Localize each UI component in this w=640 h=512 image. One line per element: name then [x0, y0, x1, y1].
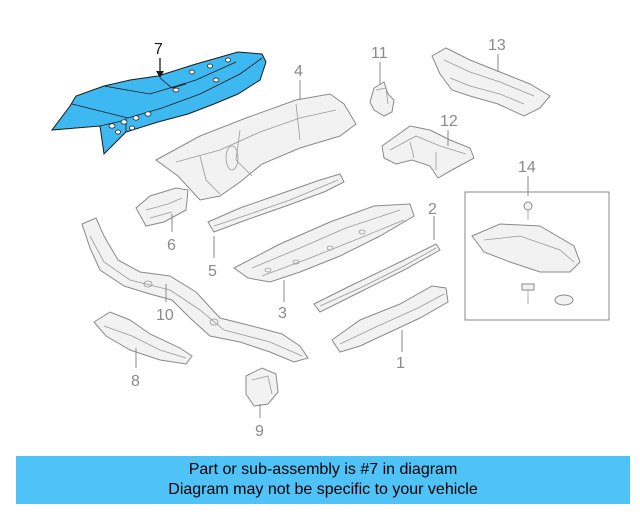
callout-11[interactable]: 11 [371, 45, 388, 62]
callout-13[interactable]: 13 [488, 37, 506, 54]
part-12-crossmember[interactable] [381, 125, 475, 179]
part-13-rear-rail[interactable] [431, 47, 551, 117]
callout-8[interactable]: 8 [131, 373, 140, 390]
callout-12[interactable]: 12 [440, 113, 458, 130]
callout-9[interactable]: 9 [255, 423, 264, 440]
part-1-rocker-panel[interactable] [331, 285, 449, 353]
callout-6[interactable]: 6 [167, 237, 176, 254]
part-14-kit-box[interactable] [464, 191, 610, 321]
part-5-sill[interactable] [207, 173, 345, 233]
part-3-floor-panel[interactable] [233, 203, 415, 283]
part-11-bracket[interactable] [369, 81, 395, 117]
info-banner: Part or sub-assembly is #7 in diagram Di… [16, 456, 630, 504]
part-9-bracket[interactable] [245, 367, 279, 407]
callout-2[interactable]: 2 [428, 201, 437, 218]
part-8-reinforcement[interactable] [93, 311, 193, 365]
banner-line-1: Part or sub-assembly is #7 in diagram [188, 461, 458, 478]
part-10-frame-rail[interactable] [81, 217, 309, 363]
callout-7[interactable]: 7 [154, 41, 163, 58]
part-6-bracket[interactable] [135, 187, 189, 227]
part-2-rocker[interactable] [313, 243, 441, 313]
callout-3[interactable]: 3 [278, 305, 287, 322]
part-4-floor-tunnel[interactable] [155, 93, 357, 201]
banner-line-2: Diagram may not be specific to your vehi… [168, 481, 478, 498]
callout-1[interactable]: 1 [396, 355, 405, 372]
part-7-rear-floor-pan[interactable] [50, 51, 267, 156]
part-7-arrow [156, 71, 164, 78]
callout-5[interactable]: 5 [208, 263, 217, 280]
callout-14[interactable]: 14 [518, 159, 536, 176]
callout-4[interactable]: 4 [294, 63, 303, 80]
callout-10[interactable]: 10 [156, 307, 174, 324]
